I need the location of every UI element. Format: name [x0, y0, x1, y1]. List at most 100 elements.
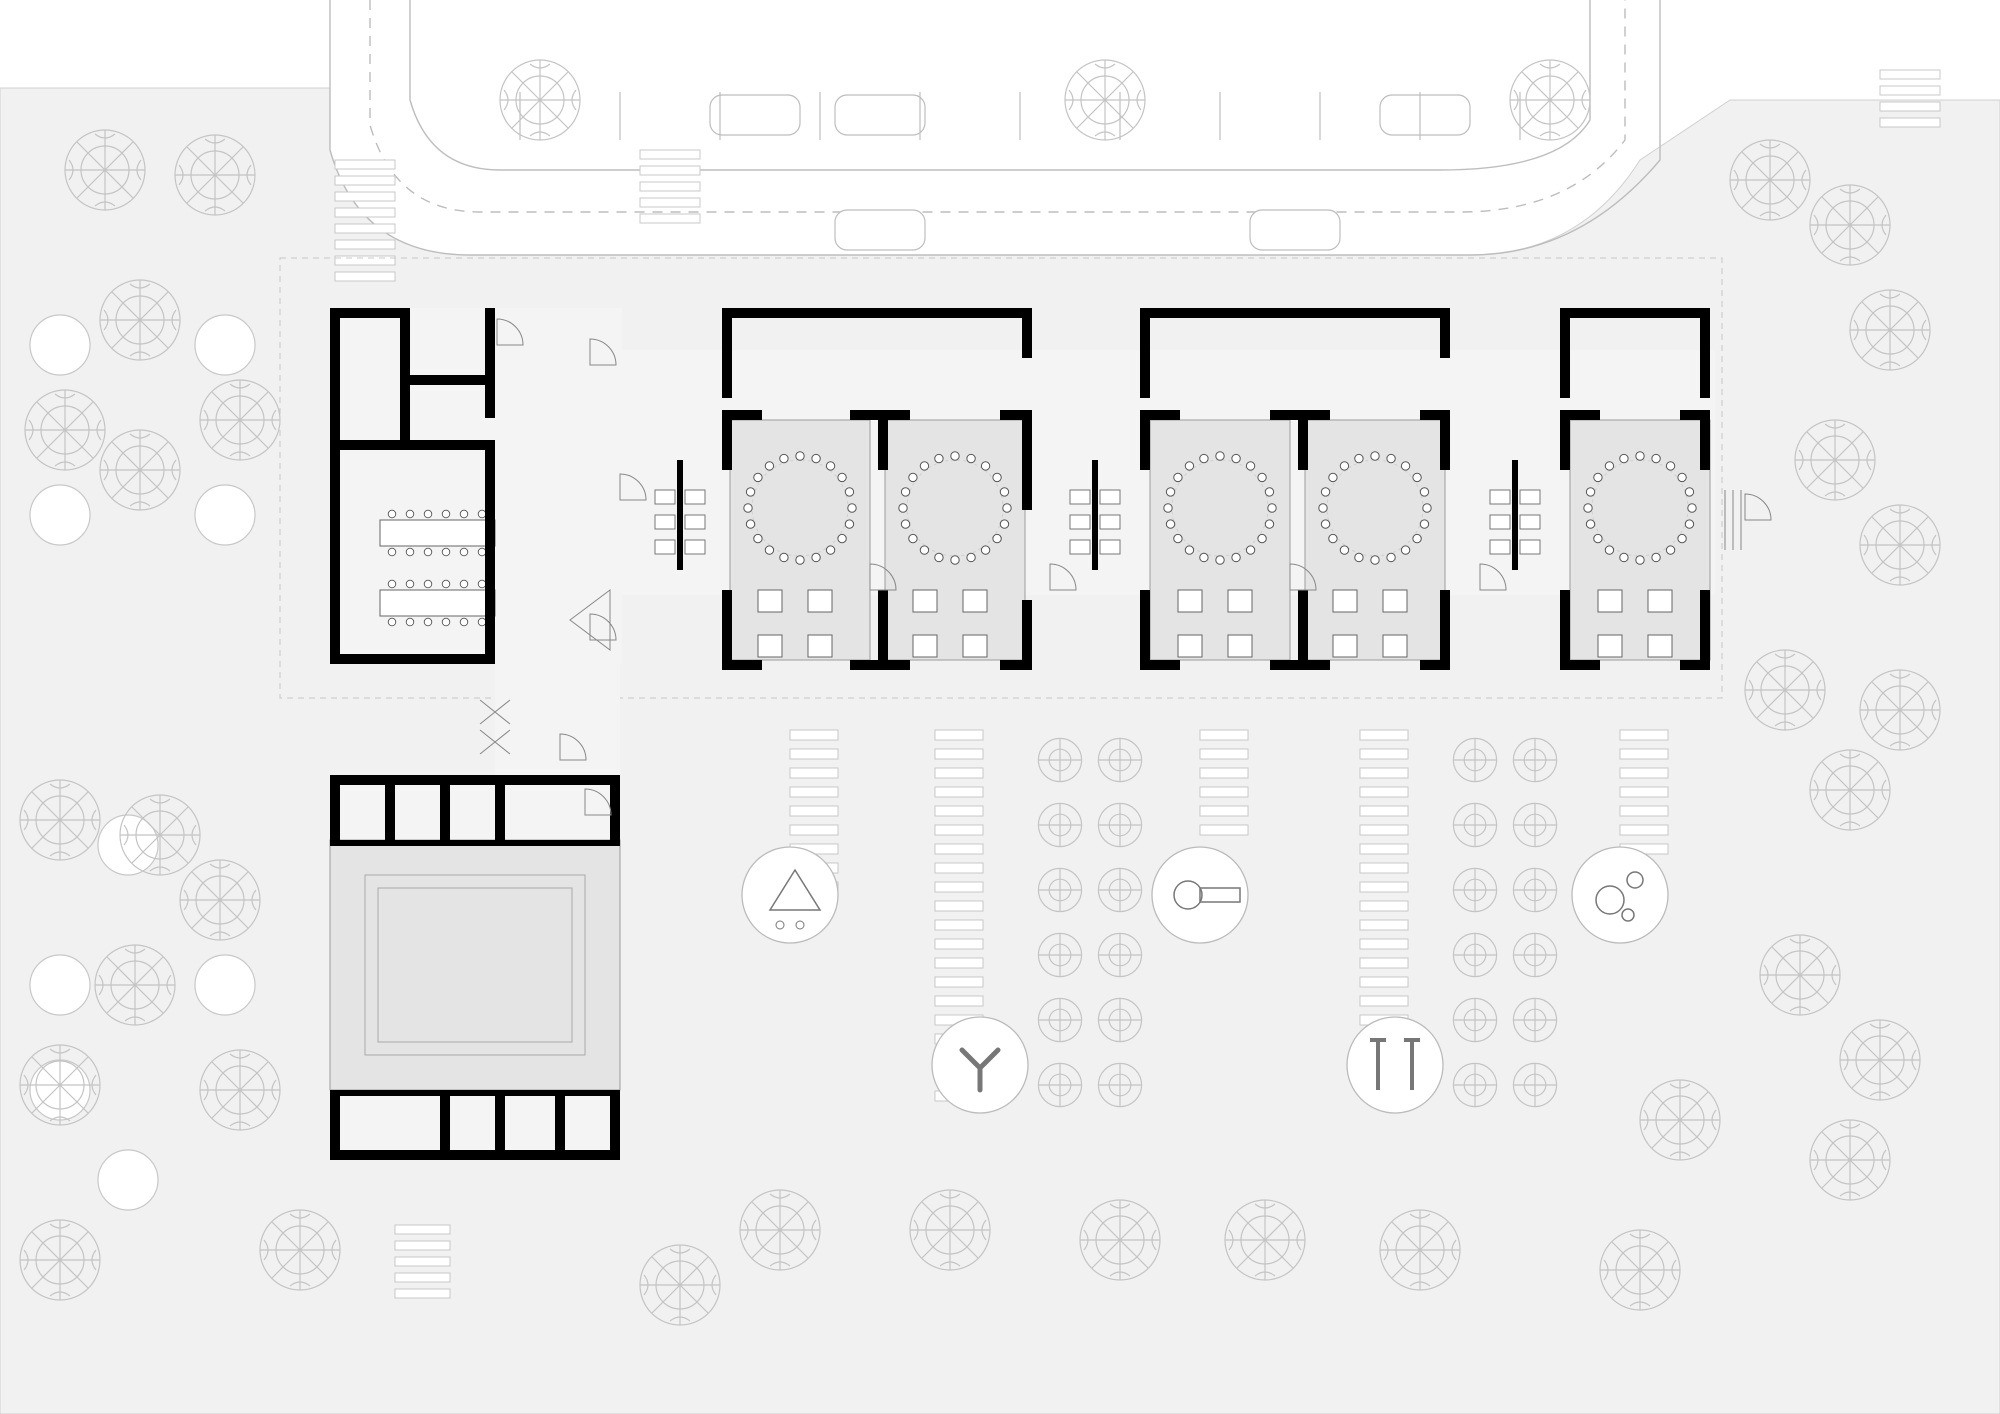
seat — [1665, 545, 1676, 555]
shrub-icon — [1097, 737, 1143, 783]
seat — [405, 509, 415, 519]
wall-segment — [1140, 410, 1150, 470]
square-table — [1382, 589, 1408, 613]
path-stripe — [934, 767, 984, 779]
tree-canopy-icon — [1794, 419, 1876, 501]
parked-car — [834, 209, 926, 251]
wall-segment — [878, 590, 888, 670]
wall-segment — [330, 840, 620, 846]
slide-icon — [1173, 880, 1203, 910]
sandpit-icon — [1595, 885, 1625, 915]
play-element — [795, 920, 805, 930]
seat — [898, 503, 908, 513]
toilet-stall — [1489, 514, 1511, 530]
wall-segment — [1700, 590, 1710, 670]
path-stripe — [934, 900, 984, 912]
seat — [1585, 487, 1596, 497]
tree-canopy-icon — [909, 1189, 991, 1271]
path-stripe — [934, 729, 984, 741]
tree-canopy-icon — [639, 1244, 721, 1326]
door-swing — [1744, 493, 1772, 521]
seat — [779, 552, 789, 563]
tree-canopy-icon — [1809, 749, 1891, 831]
seat — [908, 533, 918, 544]
seat — [919, 461, 930, 471]
site-circle-pads — [29, 314, 256, 1211]
crosswalk-stripe — [639, 197, 701, 208]
seat — [1173, 533, 1183, 544]
seat — [950, 555, 960, 565]
climbing-frame-icon — [768, 868, 822, 911]
tree-canopy-icon — [1079, 1199, 1161, 1281]
seat — [1257, 472, 1267, 483]
path-stripe — [934, 995, 984, 1007]
door-swing — [619, 473, 647, 501]
tree-canopy-icon — [1839, 1019, 1921, 1101]
seat — [405, 547, 415, 557]
wall-segment — [722, 590, 732, 670]
wall-segment — [1560, 410, 1600, 420]
seat — [1400, 545, 1411, 555]
seat — [837, 533, 847, 544]
crosswalk-stripe — [394, 1224, 451, 1235]
wall-segment — [330, 1090, 340, 1160]
path-stripe — [1359, 976, 1409, 988]
parking-area — [519, 92, 1521, 251]
square-table — [807, 634, 833, 658]
seat — [477, 547, 487, 557]
path-stripe — [1619, 824, 1669, 836]
tree-canopy-icon — [19, 1044, 101, 1126]
seat — [477, 579, 487, 589]
path-stripe — [1619, 786, 1669, 798]
seat — [999, 487, 1010, 497]
seat — [1687, 503, 1697, 513]
seat — [1267, 503, 1277, 513]
toilet-stall — [1519, 489, 1541, 505]
seat — [764, 461, 775, 471]
wall-segment — [330, 1150, 620, 1160]
shrub-icon — [1452, 932, 1498, 978]
seat — [1593, 472, 1603, 483]
path-stripe — [1359, 862, 1409, 874]
seat — [999, 519, 1010, 529]
path-stripe — [1359, 919, 1409, 931]
path-stripe — [1199, 786, 1249, 798]
seat — [387, 617, 397, 627]
wall-segment — [330, 440, 495, 450]
toilet-stall — [1519, 514, 1541, 530]
door-swing — [1479, 563, 1507, 591]
crosswalk-stripe — [334, 255, 396, 266]
seat — [844, 487, 855, 497]
seat — [1684, 487, 1695, 497]
path-stripe — [1359, 843, 1409, 855]
path-stripe — [934, 938, 984, 950]
tree-canopy-icon — [1849, 289, 1931, 371]
site-circle-pad — [29, 314, 91, 376]
tree-canopy-icon — [1809, 184, 1891, 266]
wall-segment — [330, 775, 620, 785]
path-stripe — [1199, 767, 1249, 779]
seat — [934, 552, 944, 563]
crosswalk-stripe — [639, 149, 701, 160]
seat — [459, 509, 469, 519]
crosswalk-stripe — [334, 223, 396, 234]
seat — [441, 617, 451, 627]
dining-table — [379, 589, 496, 617]
seat — [1002, 503, 1012, 513]
wall-segment — [722, 660, 762, 670]
parked-car — [1379, 94, 1471, 136]
seat — [950, 451, 960, 461]
seat — [1264, 487, 1275, 497]
seat — [1257, 533, 1267, 544]
path-stripe — [1359, 767, 1409, 779]
playground-pad — [1346, 1016, 1444, 1114]
tree-canopy-icon — [99, 279, 181, 361]
seat — [1264, 519, 1275, 529]
seat — [825, 545, 836, 555]
seat — [1173, 472, 1183, 483]
seat — [745, 487, 756, 497]
seat — [1593, 533, 1603, 544]
wall-segment — [1440, 308, 1450, 358]
path-stripe — [1359, 748, 1409, 760]
